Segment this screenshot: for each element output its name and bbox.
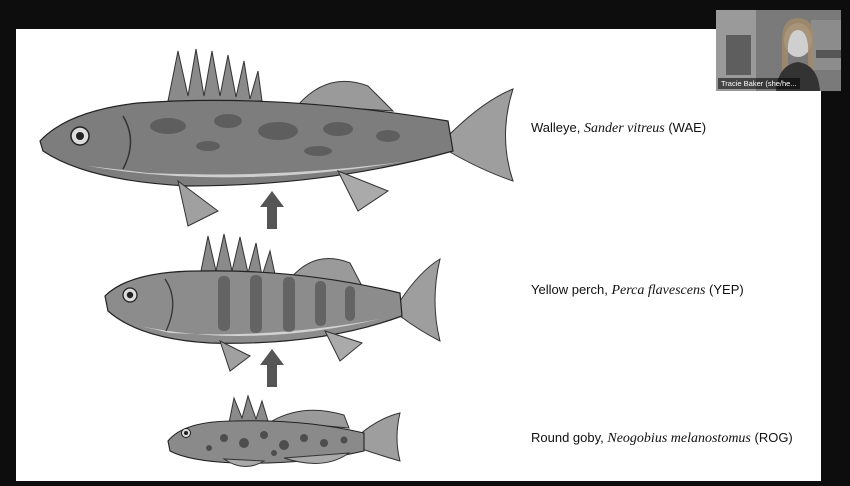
- round-goby-code: (ROG): [751, 430, 793, 445]
- walleye-code: (WAE): [665, 120, 706, 135]
- participant-video-tile[interactable]: Tracie Baker (she/he...: [716, 10, 841, 91]
- yellow-perch-scientific-name: Perca flavescens: [611, 283, 705, 298]
- round-goby-caption: Round goby, Neogobius melanostomus (ROG): [531, 430, 793, 447]
- walleye-scientific-name: Sander vitreus: [584, 121, 665, 136]
- round-goby-illustration: [164, 393, 404, 473]
- yellow-perch-caption: Yellow perch, Perca flavescens (YEP): [531, 282, 744, 299]
- round-goby-scientific-name: Neogobius melanostomus: [607, 431, 751, 446]
- yellow-perch-code: (YEP): [705, 282, 743, 297]
- round-goby-common-name: Round goby,: [531, 430, 607, 445]
- yellow-perch-common-name: Yellow perch,: [531, 282, 611, 297]
- walleye-common-name: Walleye,: [531, 120, 584, 135]
- presentation-slide: Walleye, Sander vitreus (WAE) Yellow per…: [16, 29, 821, 481]
- up-arrow-icon: [260, 349, 284, 387]
- walleye-caption: Walleye, Sander vitreus (WAE): [531, 120, 706, 137]
- up-arrow-icon: [260, 191, 284, 229]
- participant-name-label: Tracie Baker (she/he...: [718, 78, 800, 89]
